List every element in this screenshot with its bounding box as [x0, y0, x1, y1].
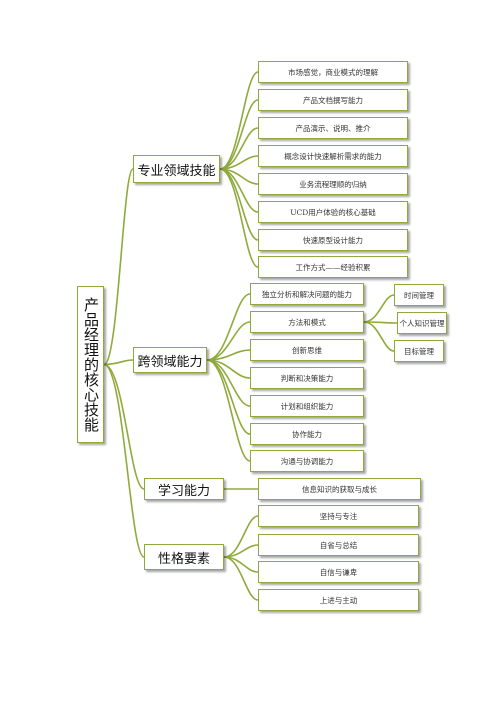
leaf-ucd-experience: UCD用户体验的核心基础	[258, 201, 408, 223]
leaf-judgement-decision: 判断和决策能力	[250, 367, 364, 389]
leaf-product-demo: 产品演示、说明、推介	[258, 117, 408, 139]
connector-line	[363, 321, 398, 324]
connector-line	[206, 359, 251, 379]
connector-line	[219, 99, 259, 170]
leaf-communication: 沟通与协调能力	[250, 450, 364, 472]
leaf-persistence: 坚持与专注	[258, 505, 419, 527]
leaf-work-method: 工作方式——经验积累	[258, 256, 408, 278]
leaf-business-process: 业务流程理顺的归纳	[258, 173, 408, 195]
root-node: 产品经理的核心技能	[77, 286, 104, 443]
leaf-methods-patterns: 方法和模式	[250, 311, 364, 333]
leaf-product-document-writing: 产品文档撰写能力	[258, 89, 408, 111]
connector-line	[206, 349, 251, 361]
connector-line	[363, 294, 395, 323]
leaf-information-acquisition: 信息知识的获取与成长	[258, 478, 421, 500]
connector-line	[206, 359, 251, 435]
category-professional-skills: 专业领域技能	[133, 155, 220, 183]
connector-line	[103, 359, 134, 366]
connector-line	[103, 363, 145, 558]
connector-line	[206, 359, 251, 407]
connector-line	[219, 168, 259, 185]
connector-line	[206, 321, 251, 361]
connector-line	[219, 127, 259, 170]
leaf-confidence-humility: 自信与谦卑	[258, 561, 419, 583]
connector-line	[206, 293, 251, 361]
category-learning: 学习能力	[144, 478, 224, 500]
leaf-collaboration: 协作能力	[250, 423, 364, 445]
connector-line	[219, 71, 259, 170]
leaf-market-business-model: 市场感觉，商业模式的理解	[258, 61, 408, 83]
leaf-reflection: 自省与总结	[258, 534, 419, 556]
connector-line	[219, 168, 259, 241]
leaf-planning-organizing: 计划和组织能力	[250, 395, 364, 417]
connector-line	[206, 359, 251, 462]
connector-line	[223, 556, 259, 573]
connector-line	[363, 321, 395, 352]
connector-line	[219, 168, 259, 268]
leaf-rapid-prototyping: 快速原型设计能力	[258, 229, 408, 251]
connector-line	[219, 168, 259, 213]
connector-line	[103, 363, 145, 490]
category-personality: 性格要素	[144, 544, 224, 570]
leaf-proactive: 上进与主动	[258, 589, 419, 611]
category-cross-domain: 跨领域能力	[133, 347, 207, 373]
connector-line	[103, 168, 134, 366]
subleaf-knowledge-management: 个人知识管理	[397, 312, 447, 334]
leaf-concept-design: 概念设计快速解析需求的能力	[258, 145, 408, 167]
connector-line	[219, 155, 259, 170]
leaf-independent-analysis: 独立分析和解决问题的能力	[250, 283, 364, 305]
connector-line	[223, 556, 259, 601]
subleaf-goal-management: 目标管理	[394, 340, 444, 362]
connector-line	[223, 544, 259, 558]
leaf-innovative-thinking: 创新思维	[250, 339, 364, 361]
connector-line	[223, 515, 259, 558]
subleaf-time-management: 时间管理	[394, 284, 444, 306]
